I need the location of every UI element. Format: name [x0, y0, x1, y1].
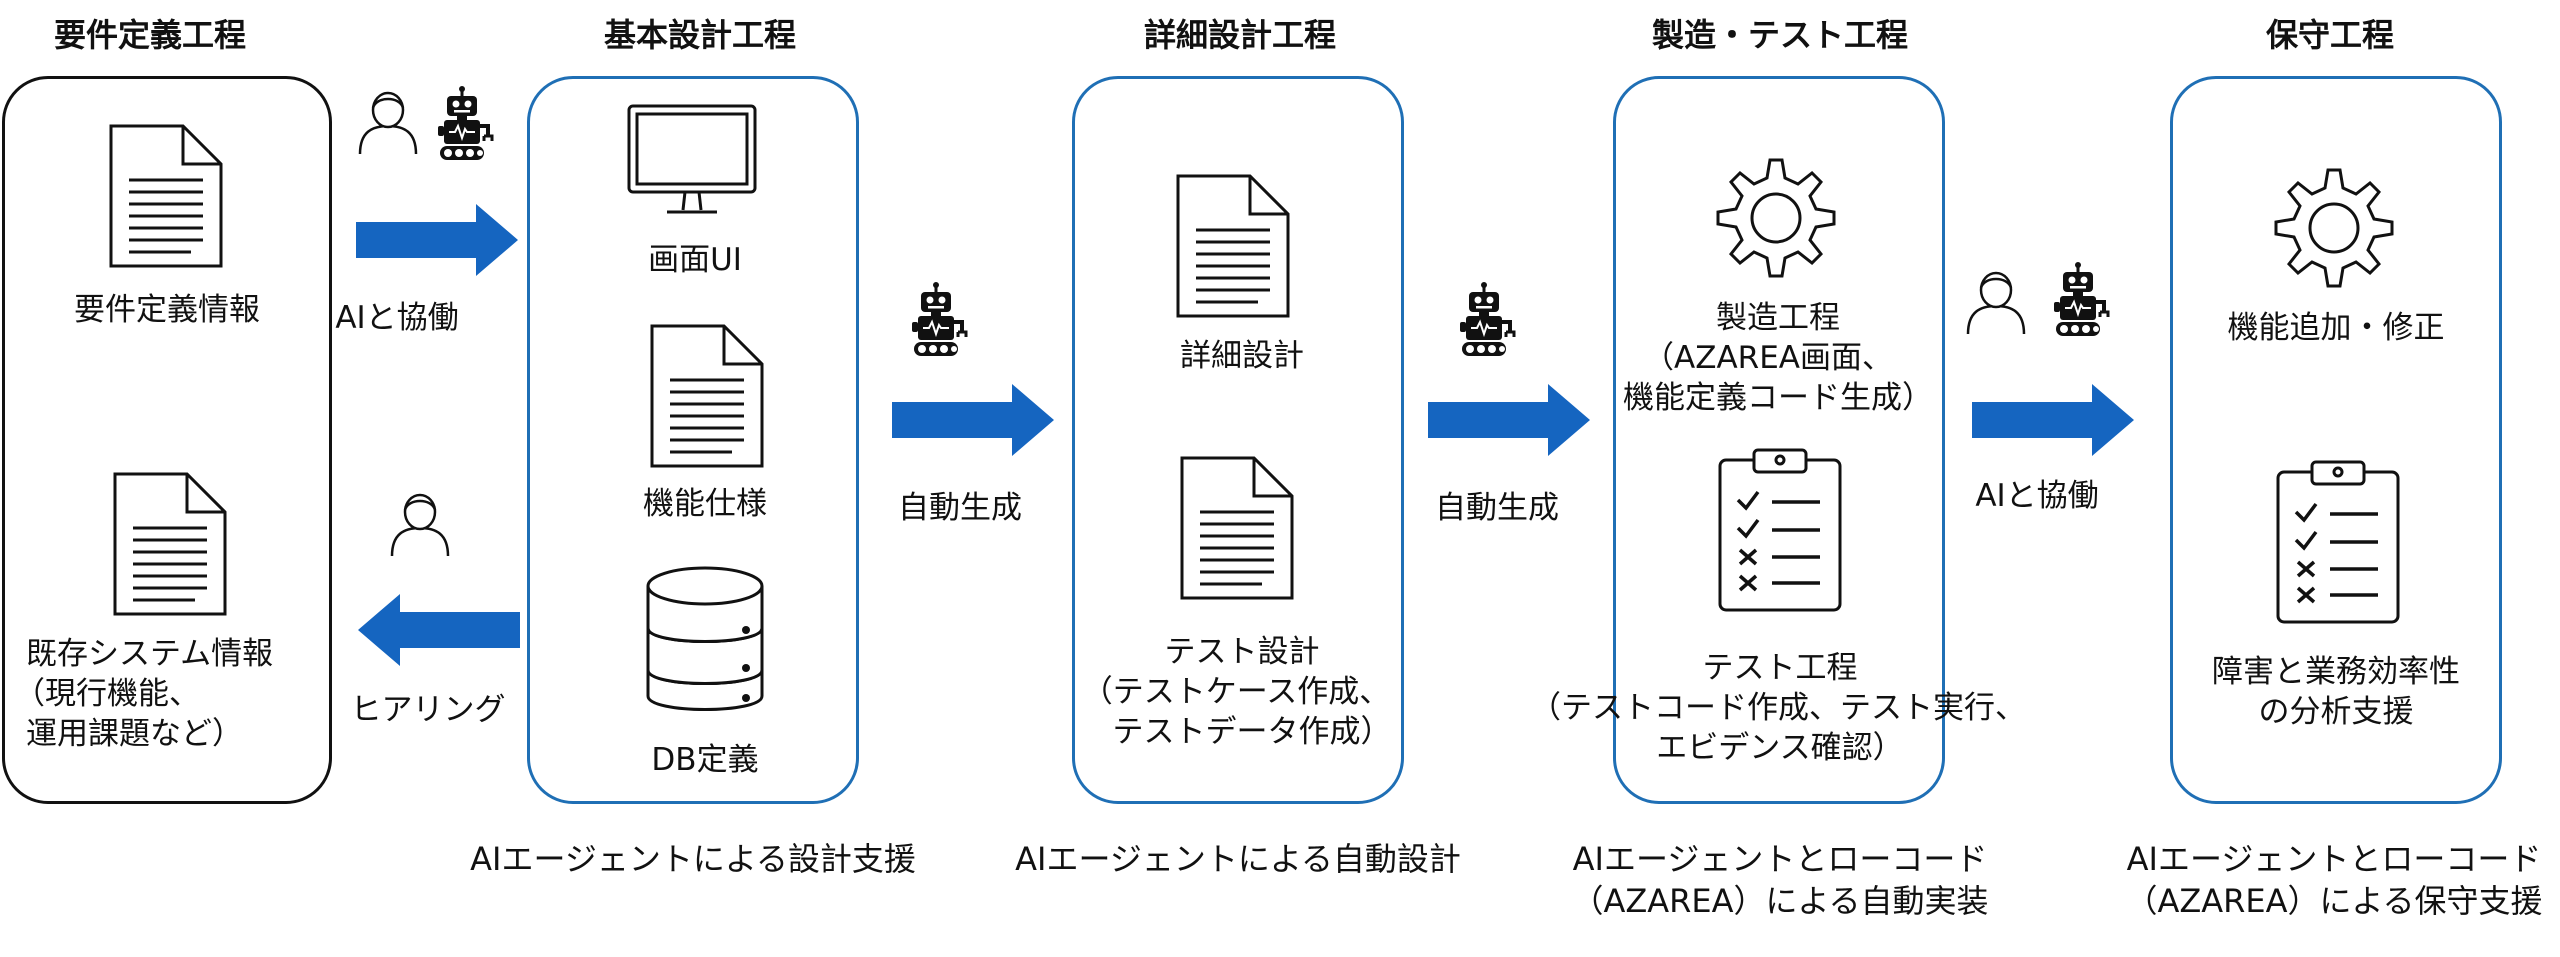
clipboard-icon [1718, 448, 1842, 612]
build-label-2: （AZAREA画面、 [1643, 340, 1893, 376]
person-icon [1966, 271, 2026, 336]
connector-collab-label: AIと協働 [335, 300, 459, 336]
gear-icon [2274, 168, 2394, 288]
build-test-footer: AIエージェントとローコード [1572, 840, 1988, 878]
gear-icon [1716, 158, 1836, 278]
clipboard-icon [2276, 460, 2400, 624]
robot-icon [436, 84, 494, 162]
document-icon [109, 124, 223, 268]
stage-title-build-test: 製造・テスト工程 [1651, 16, 1908, 54]
detail-design-label: 詳細設計 [1180, 338, 1304, 374]
maintenance-footer: AIエージェントとローコード [2126, 840, 2542, 878]
stage-box-requirements [2, 76, 332, 804]
stage-box-build-test [1613, 76, 1945, 804]
stage-box-basic-design [527, 76, 859, 804]
arrow-right-icon [356, 204, 518, 276]
arrow-left-icon [358, 594, 520, 666]
connector-auto-label-2: 自動生成 [1435, 490, 1559, 526]
document-icon [650, 324, 764, 468]
document-icon [1176, 174, 1290, 318]
robot-icon [910, 280, 968, 358]
person-icon [390, 493, 450, 558]
basic-design-ui-label: 画面UI [648, 242, 742, 278]
stage-box-detail-design [1072, 76, 1404, 804]
connector-hearing-label: ヒアリング [350, 692, 506, 728]
existing-system-label-2: （現行機能、 [14, 676, 200, 712]
analysis-label: 障害と業務効率性 [2212, 654, 2460, 690]
person-icon [358, 91, 418, 156]
connector-collab-label-2: AIと協働 [1975, 478, 2099, 514]
requirements-label: 要件定義情報 [74, 292, 260, 328]
robot-icon [2052, 260, 2110, 338]
arrow-right-icon [892, 384, 1054, 456]
detail-design-footer: AIエージェントによる自動設計 [1015, 840, 1461, 878]
document-icon [1180, 456, 1294, 600]
stage-box-maintenance [2170, 76, 2502, 804]
robot-icon [1458, 280, 1516, 358]
stage-title-detail-design: 詳細設計工程 [1143, 16, 1336, 54]
existing-system-label-3: 運用課題など） [26, 716, 243, 752]
test-design-label: テスト設計 [1164, 634, 1320, 670]
existing-system-label: 既存システム情報 [26, 636, 274, 672]
maintenance-label: 機能追加・修正 [2227, 310, 2445, 346]
document-icon [113, 472, 227, 616]
basic-design-db-label: DB定義 [651, 742, 759, 778]
build-label-3: 機能定義コード生成） [1623, 380, 1933, 416]
build-label: 製造工程 [1716, 300, 1840, 336]
test-design-label-2: （テストケース作成、 [1081, 674, 1391, 710]
database-icon [646, 566, 764, 711]
stage-title-maintenance: 保守工程 [2265, 16, 2394, 54]
monitor-icon [627, 104, 757, 214]
arrow-right-icon [1428, 384, 1590, 456]
arrow-right-icon [1972, 384, 2134, 456]
test-design-label-3: テストデータ作成） [1112, 714, 1392, 750]
basic-design-footer: AIエージェントによる設計支援 [470, 840, 916, 878]
maintenance-footer-2: （AZAREA）による保守支援 [2125, 882, 2543, 920]
build-test-footer-2: （AZAREA）による自動実装 [1571, 882, 1989, 920]
test-label-3: エビデンス確認） [1656, 730, 1904, 766]
test-label: テスト工程 [1702, 650, 1858, 686]
test-label-2: （テストコード作成、テスト実行、 [1530, 690, 2026, 726]
basic-design-spec-label: 機能仕様 [643, 486, 767, 522]
stage-title-basic-design: 基本設計工程 [603, 16, 796, 54]
stage-title-requirements: 要件定義工程 [53, 16, 246, 54]
connector-auto-label: 自動生成 [898, 490, 1022, 526]
analysis-label-2: の分析支援 [2258, 694, 2414, 730]
